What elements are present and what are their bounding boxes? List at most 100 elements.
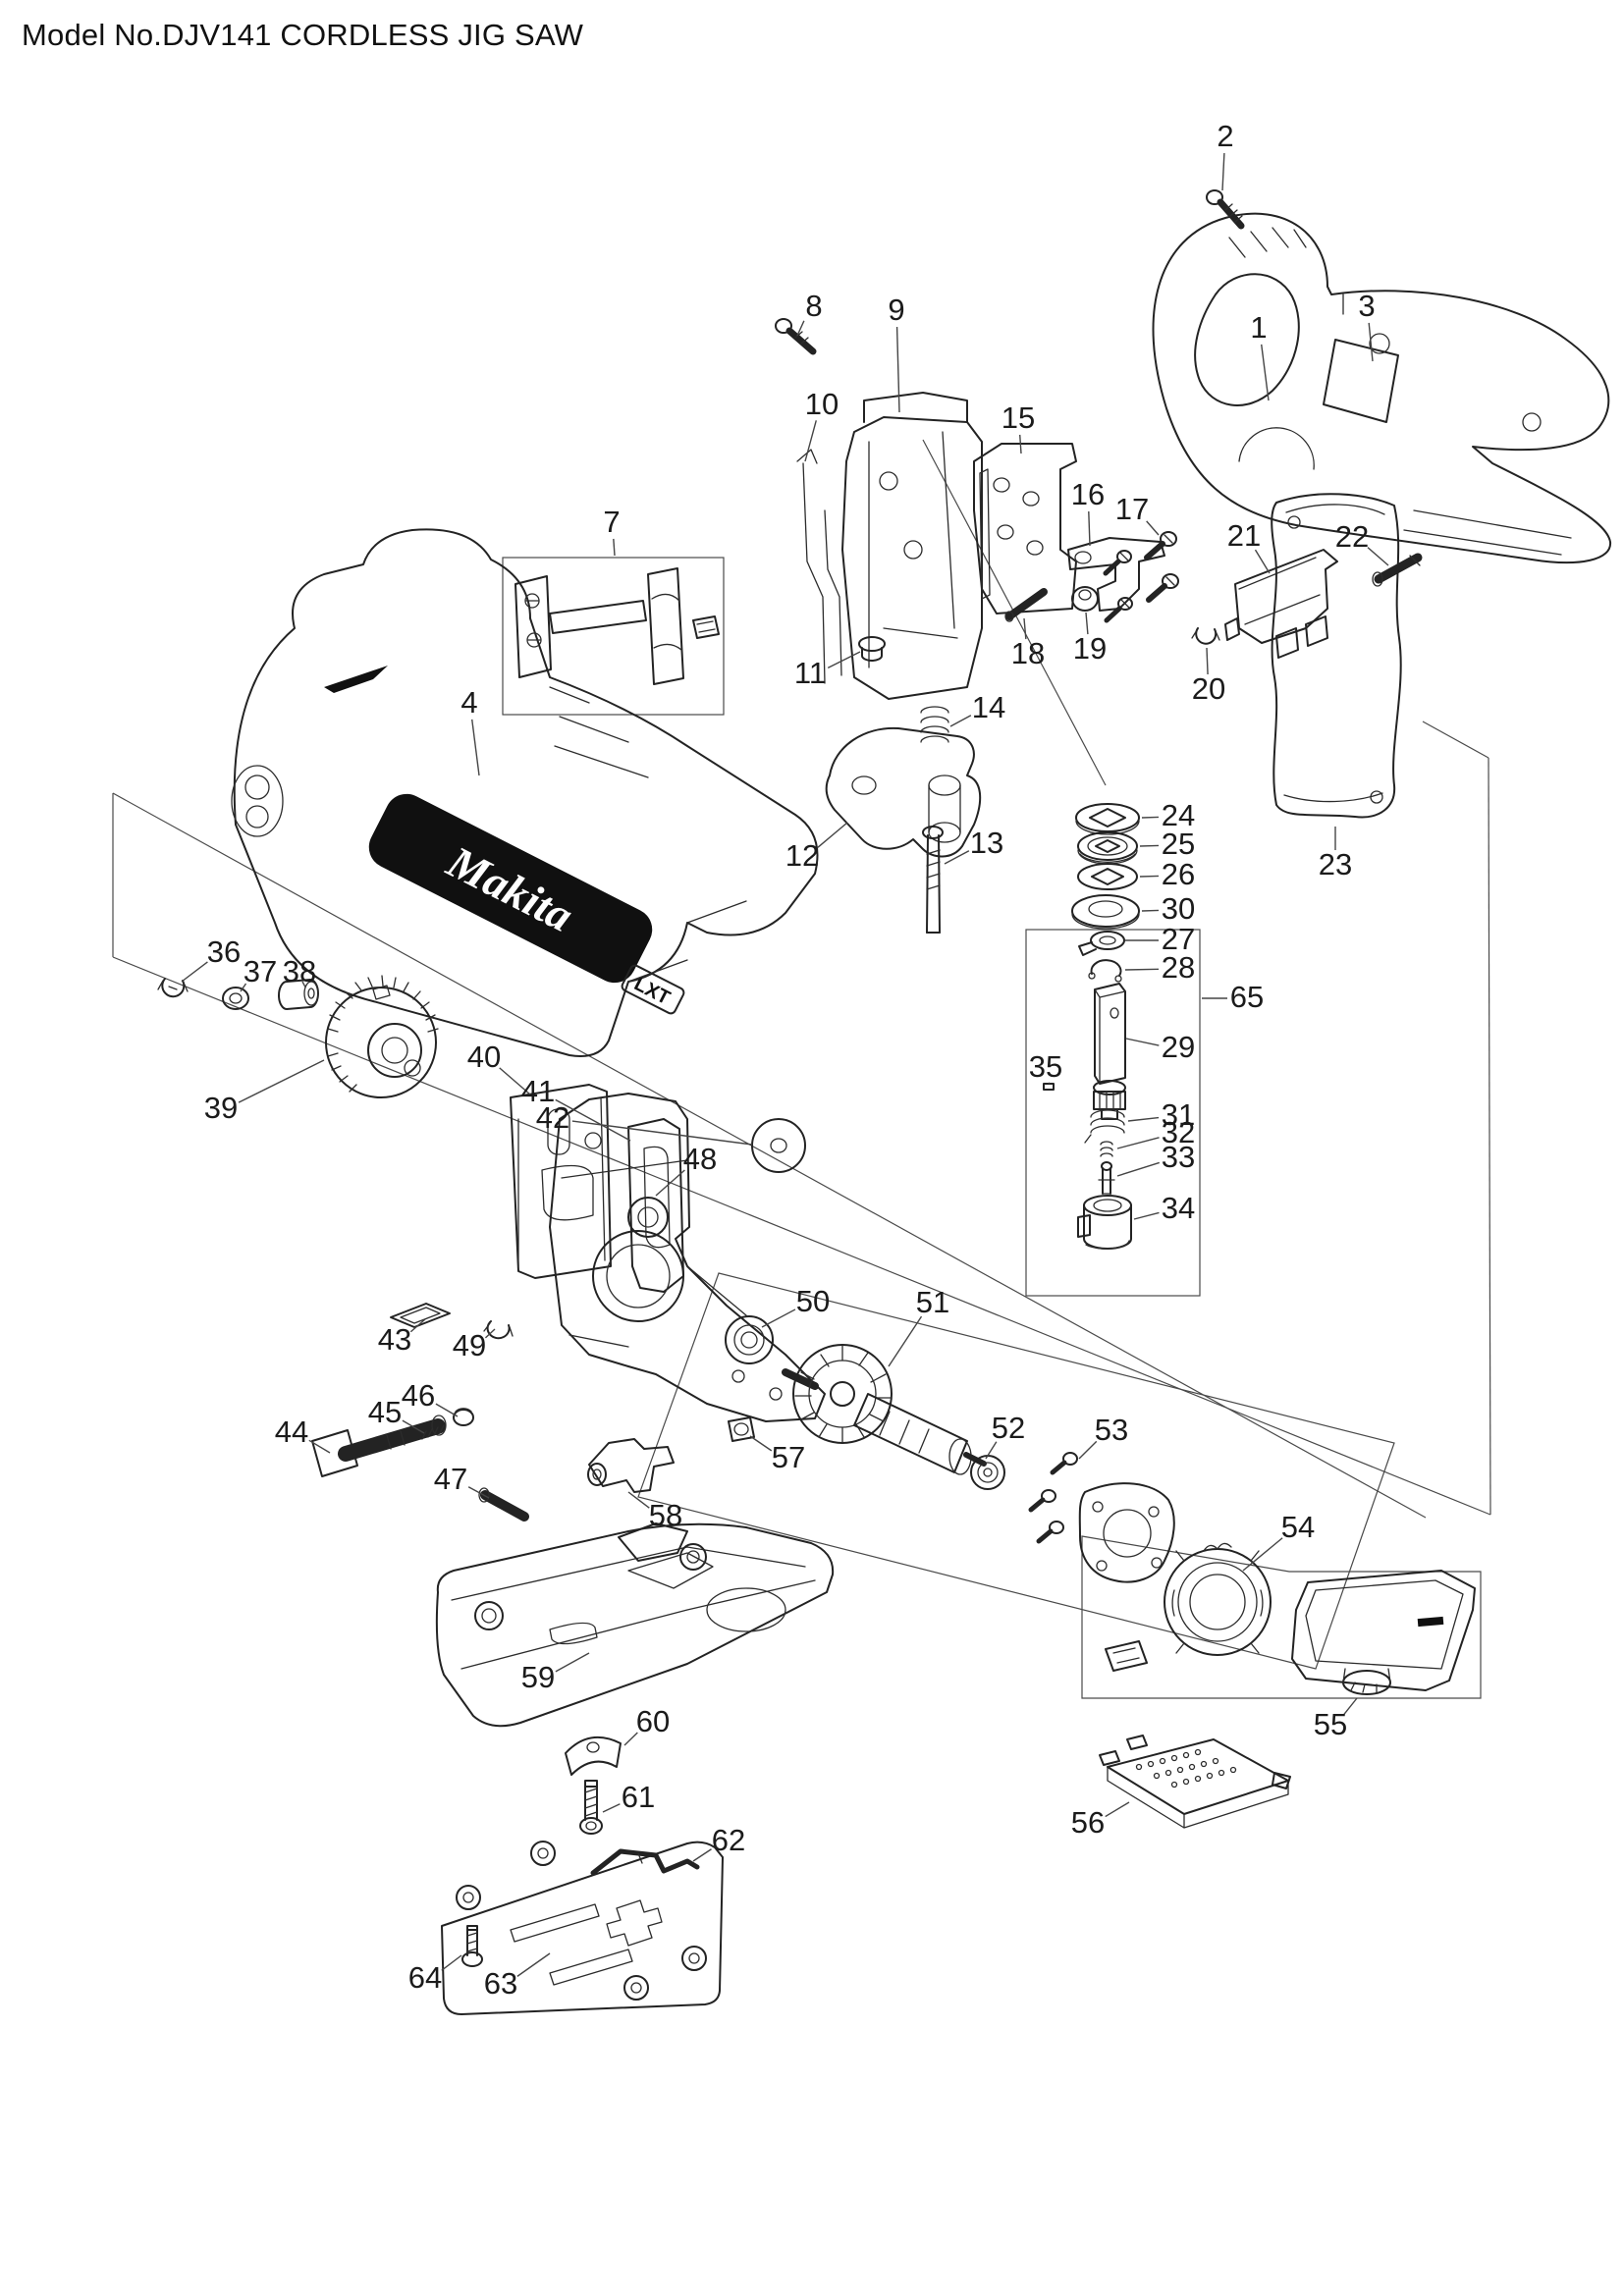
leader-line-58 xyxy=(627,1491,650,1509)
part-20-e-ring-drawing xyxy=(1191,627,1220,645)
part-45-spring-drawing xyxy=(421,1424,445,1440)
leader-line-63 xyxy=(516,1952,551,1977)
part-label-52: 52 xyxy=(991,1410,1026,1445)
leader-line-29 xyxy=(1125,1038,1160,1046)
part-label-15: 15 xyxy=(1001,400,1036,435)
leader-line-4 xyxy=(471,719,480,776)
part-9-gear-housing-cover-drawing xyxy=(841,392,983,700)
part-label-37: 37 xyxy=(243,953,278,988)
part-label-36: 36 xyxy=(206,934,242,969)
part-label-17: 17 xyxy=(1114,491,1150,526)
part-36-e-ring-drawing xyxy=(157,978,189,998)
part-18-pin-drawing xyxy=(1004,588,1048,622)
part-label-42: 42 xyxy=(535,1099,570,1135)
leader-line-46 xyxy=(435,1403,459,1417)
part-62-wrench-holder-drawing xyxy=(590,1848,700,1876)
part-56-controller-drawing xyxy=(1099,1735,1291,1829)
leader-line-57 xyxy=(749,1435,773,1452)
group-box-part7 xyxy=(502,557,725,716)
part-label-8: 8 xyxy=(805,288,823,323)
leader-line-2 xyxy=(1221,152,1225,191)
part-51-armature-drawing xyxy=(782,1344,987,1475)
part-31-spring-drawing xyxy=(1084,1109,1125,1144)
part-61-bolt-drawing xyxy=(579,1780,603,1835)
part-46-plug-drawing xyxy=(453,1408,474,1426)
leader-line-47 xyxy=(467,1486,490,1499)
reference-lines xyxy=(112,439,1491,1699)
group-box-part55 xyxy=(1081,1535,1482,1699)
part-label-7: 7 xyxy=(603,504,621,539)
leader-line-12 xyxy=(817,822,848,848)
part-label-60: 60 xyxy=(635,1703,671,1738)
part-label-33: 33 xyxy=(1161,1139,1196,1174)
leader-line-39 xyxy=(238,1059,325,1103)
leader-line-41 xyxy=(555,1098,631,1142)
part-label-28: 28 xyxy=(1161,949,1196,985)
leader-lines xyxy=(181,152,1389,1977)
leader-line-36 xyxy=(181,961,208,983)
part-7-holder-set-drawing xyxy=(514,567,720,685)
leader-line-56 xyxy=(1105,1801,1130,1818)
leader-line-14 xyxy=(949,715,972,727)
part-64-screw-drawing xyxy=(461,1925,483,1967)
part-34-holder-drawing xyxy=(1077,1195,1132,1250)
part-50-bearing-drawing xyxy=(725,1315,774,1364)
part-label-26: 26 xyxy=(1161,856,1196,891)
part-label-3: 3 xyxy=(1358,288,1376,323)
part-label-43: 43 xyxy=(377,1321,412,1357)
leader-line-50 xyxy=(761,1308,796,1328)
part-58-lever-bracket-drawing xyxy=(587,1438,675,1493)
part-13-bolt-drawing xyxy=(922,826,944,934)
part-label-18: 18 xyxy=(1010,635,1046,670)
part-label-62: 62 xyxy=(711,1822,746,1857)
part-label-2: 2 xyxy=(1217,118,1234,153)
part-30-ring-drawing xyxy=(1071,894,1140,930)
leader-line-55 xyxy=(1343,1697,1358,1715)
part-label-44: 44 xyxy=(274,1414,309,1449)
part-1-housing-drawing xyxy=(1152,212,1612,564)
part-21-slider-drawing xyxy=(1224,549,1338,659)
part-28-circlip-drawing xyxy=(1088,959,1122,983)
part-label-39: 39 xyxy=(203,1090,239,1125)
part-label-49: 49 xyxy=(452,1327,487,1362)
leader-line-20 xyxy=(1206,647,1209,675)
part-3-name-plate-drawing xyxy=(1323,339,1399,423)
part-12-guide-bracket-drawing xyxy=(825,726,982,858)
part-27-ring-drawing xyxy=(1078,931,1125,956)
part-label-11: 11 xyxy=(793,655,827,690)
part-label-29: 29 xyxy=(1161,1029,1196,1064)
part-label-34: 34 xyxy=(1161,1190,1196,1225)
part-label-45: 45 xyxy=(367,1394,403,1429)
part-label-9: 9 xyxy=(888,292,905,327)
leader-line-13 xyxy=(944,850,970,865)
leader-line-30 xyxy=(1141,909,1160,912)
leader-line-59 xyxy=(555,1652,590,1673)
part-14-spring-drawing xyxy=(920,706,949,743)
part-label-23: 23 xyxy=(1318,846,1353,881)
leader-line-24 xyxy=(1141,816,1160,819)
part-label-41: 41 xyxy=(520,1073,556,1108)
part-label-1: 1 xyxy=(1250,309,1268,345)
leader-line-1 xyxy=(1261,344,1270,401)
group-box-armature xyxy=(637,1272,1395,1670)
part-label-56: 56 xyxy=(1070,1804,1106,1840)
page-title: Model No.DJV141 CORDLESS JIG SAW xyxy=(22,18,584,52)
leader-line-44 xyxy=(308,1439,331,1454)
part-10-wire-spring-drawing xyxy=(796,449,842,684)
leader-line-19 xyxy=(1085,612,1089,635)
part-43-pad-drawing xyxy=(390,1303,451,1328)
part-63-base-plate-drawing xyxy=(441,1841,724,2015)
part-57-square-nut-drawing xyxy=(728,1416,755,1442)
part-label-61: 61 xyxy=(621,1779,656,1814)
leader-line-10 xyxy=(804,420,817,462)
part-label-53: 53 xyxy=(1094,1412,1129,1447)
part-19-roller-drawing xyxy=(1071,586,1099,612)
part-25-bearing-drawing xyxy=(1077,831,1138,865)
part-label-63: 63 xyxy=(483,1965,518,2001)
part-label-57: 57 xyxy=(771,1439,806,1474)
leader-line-9 xyxy=(895,326,900,413)
bearing-retainer-plate-drawing xyxy=(1078,1482,1175,1583)
